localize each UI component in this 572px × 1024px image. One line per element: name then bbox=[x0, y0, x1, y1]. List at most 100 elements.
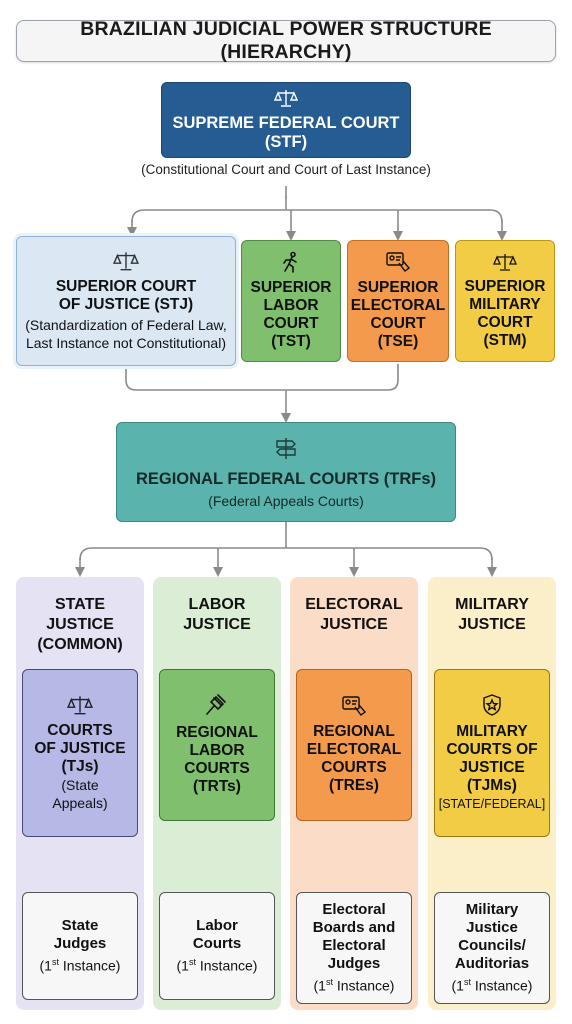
courts-of-justice-box: COURTS OF JUSTICE (TJs) (State Appeals) bbox=[22, 669, 138, 837]
military-head2: JUSTICE bbox=[458, 616, 526, 633]
tse-line3: COURT bbox=[370, 315, 426, 332]
tj-note2: Appeals) bbox=[52, 795, 108, 811]
military-instance: (1st Instance) bbox=[452, 973, 533, 995]
electoral-head1: ELECTORAL bbox=[305, 596, 403, 613]
military-lower4: Auditorias bbox=[454, 955, 530, 973]
tse-line4: (TSE) bbox=[377, 333, 419, 350]
state-head1: STATE bbox=[54, 596, 106, 613]
scales-icon bbox=[493, 252, 517, 272]
trf-box: REGIONAL FEDERAL COURTS (TRFs) (Federal … bbox=[116, 422, 456, 522]
scales-icon bbox=[113, 250, 139, 272]
electoral-justice-heading: ELECTORAL JUSTICE bbox=[290, 595, 418, 635]
tjm-line3: JUSTICE bbox=[459, 759, 525, 776]
state-lower1: State bbox=[61, 917, 99, 935]
regional-electoral-courts-box: REGIONAL ELECTORAL COURTS (TREs) bbox=[296, 669, 412, 821]
tre-line1: REGIONAL bbox=[313, 723, 395, 740]
labor-justice-heading: LABOR JUSTICE bbox=[153, 595, 281, 635]
military-inst-sup: st bbox=[463, 977, 471, 988]
state-instance: (1st Instance) bbox=[40, 953, 121, 975]
trt-line2: LABOR bbox=[189, 742, 245, 759]
superior-bracket bbox=[131, 209, 503, 223]
scales-icon bbox=[67, 694, 93, 716]
state-inst-rest: Instance) bbox=[58, 957, 121, 974]
stm-box: SUPERIOR MILITARY COURT (STM) bbox=[455, 240, 555, 362]
stf-line1: SUPREME FEDERAL COURT bbox=[172, 114, 400, 132]
stj-to-trf bbox=[125, 364, 399, 391]
stf-line2: (STF) bbox=[264, 133, 308, 151]
military-lower3: Councils/ bbox=[458, 937, 526, 955]
column-electoral-justice: ELECTORAL JUSTICE REGIONAL ELECTORAL COU… bbox=[290, 577, 418, 1010]
military-councils-box: Military Justice Councils/ Auditorias (1… bbox=[434, 892, 550, 1004]
electoral-lower3: Electoral bbox=[322, 937, 386, 955]
trf-title: REGIONAL FEDERAL COURTS (TRFs) bbox=[135, 469, 437, 488]
tj-line2: OF JUSTICE bbox=[34, 740, 126, 757]
state-inst-sup: st bbox=[51, 957, 59, 968]
military-lower2: Justice bbox=[466, 919, 518, 937]
tst-line2: LABOR bbox=[263, 297, 319, 314]
regional-labor-courts-box: REGIONAL LABOR COURTS (TRTs) bbox=[159, 669, 275, 821]
electoral-lower2: Boards and bbox=[312, 919, 396, 937]
state-lower2: Judges bbox=[53, 935, 107, 953]
labor-head2: JUSTICE bbox=[183, 616, 251, 633]
page-title: BRAZILIAN JUDICIAL POWER STRUCTURE (HIER… bbox=[16, 18, 556, 63]
state-inst-num: (1 bbox=[39, 957, 52, 974]
column-labor-justice: LABOR JUSTICE REGIONAL LABOR COURTS (TRT… bbox=[153, 577, 281, 1010]
labor-lower1: Labor bbox=[196, 917, 238, 935]
stm-line1: SUPERIOR bbox=[464, 278, 546, 295]
tse-line1: SUPERIOR bbox=[357, 279, 439, 296]
tjm-line2: COURTS OF bbox=[446, 741, 538, 758]
state-justice-heading: STATE JUSTICE (COMMON) bbox=[16, 595, 144, 655]
tre-line3: COURTS bbox=[321, 759, 387, 776]
labor-lower2: Courts bbox=[192, 935, 242, 953]
labor-courts-box: Labor Courts (1st Instance) bbox=[159, 892, 275, 1000]
electoral-instance: (1st Instance) bbox=[314, 973, 395, 995]
labor-inst-rest: Instance) bbox=[195, 957, 258, 974]
labor-inst-sup: st bbox=[188, 957, 196, 968]
electoral-inst-sup: st bbox=[325, 977, 333, 988]
tre-line4: (TREs) bbox=[329, 777, 379, 794]
stf-box: SUPREME FEDERAL COURT (STF) bbox=[161, 82, 411, 158]
tst-line1: SUPERIOR bbox=[250, 279, 332, 296]
stj-note1: (Standardization of Federal Law, bbox=[25, 317, 227, 333]
electoral-boards-box: Electoral Boards and Electoral Judges (1… bbox=[296, 892, 412, 1004]
tst-line3: COURT bbox=[263, 315, 319, 332]
worker-icon bbox=[280, 251, 302, 273]
military-inst-num: (1 bbox=[451, 977, 464, 994]
state-head3: (COMMON) bbox=[37, 636, 123, 653]
columns-bracket bbox=[79, 547, 493, 561]
signpost-icon bbox=[273, 436, 299, 460]
military-inst-rest: Instance) bbox=[470, 977, 533, 994]
tse-line2: ELECTORAL bbox=[350, 297, 446, 314]
tjm-line4: (TJMs) bbox=[467, 777, 517, 794]
tj-note1: (State bbox=[61, 777, 99, 793]
ballot-icon bbox=[341, 695, 367, 717]
stj-note2: Last Instance not Constitutional) bbox=[25, 335, 226, 351]
electoral-inst-rest: Instance) bbox=[332, 977, 395, 994]
military-justice-heading: MILITARY JUSTICE bbox=[428, 595, 556, 635]
electoral-lower1: Electoral bbox=[322, 901, 386, 919]
military-lower1: Military bbox=[465, 901, 519, 919]
column-state-justice: STATE JUSTICE (COMMON) COURTS OF JUSTICE… bbox=[16, 577, 144, 1010]
stm-line4: (STM) bbox=[483, 332, 527, 349]
scales-icon bbox=[274, 88, 298, 108]
electoral-lower4: Judges bbox=[327, 955, 381, 973]
electoral-inst-num: (1 bbox=[313, 977, 326, 994]
stm-line3: COURT bbox=[477, 314, 533, 331]
state-judges-box: State Judges (1st Instance) bbox=[22, 892, 138, 1000]
state-head2: JUSTICE bbox=[46, 616, 114, 633]
tjm-note: [STATE/FEDERAL] bbox=[438, 797, 546, 811]
stj-box: SUPERIOR COURT OF JUSTICE (STJ) (Standar… bbox=[16, 236, 236, 366]
tse-box: SUPERIOR ELECTORAL COURT (TSE) bbox=[347, 240, 449, 362]
tjm-line1: MILITARY bbox=[456, 723, 528, 740]
trf-note: (Federal Appeals Courts) bbox=[208, 492, 364, 509]
tst-line4: (TST) bbox=[271, 333, 311, 350]
page-title-text: BRAZILIAN JUDICIAL POWER STRUCTURE (HIER… bbox=[80, 18, 492, 63]
labor-head1: LABOR bbox=[188, 596, 246, 613]
shield-star-icon bbox=[480, 693, 504, 717]
stj-line2: OF JUSTICE (STJ) bbox=[58, 296, 194, 313]
military-head1: MILITARY bbox=[455, 596, 529, 613]
trt-line1: REGIONAL bbox=[176, 724, 258, 741]
gavel-icon bbox=[204, 694, 230, 718]
column-military-justice: MILITARY JUSTICE MILITARY COURTS OF JUST… bbox=[428, 577, 556, 1010]
tj-line1: COURTS bbox=[47, 722, 113, 739]
